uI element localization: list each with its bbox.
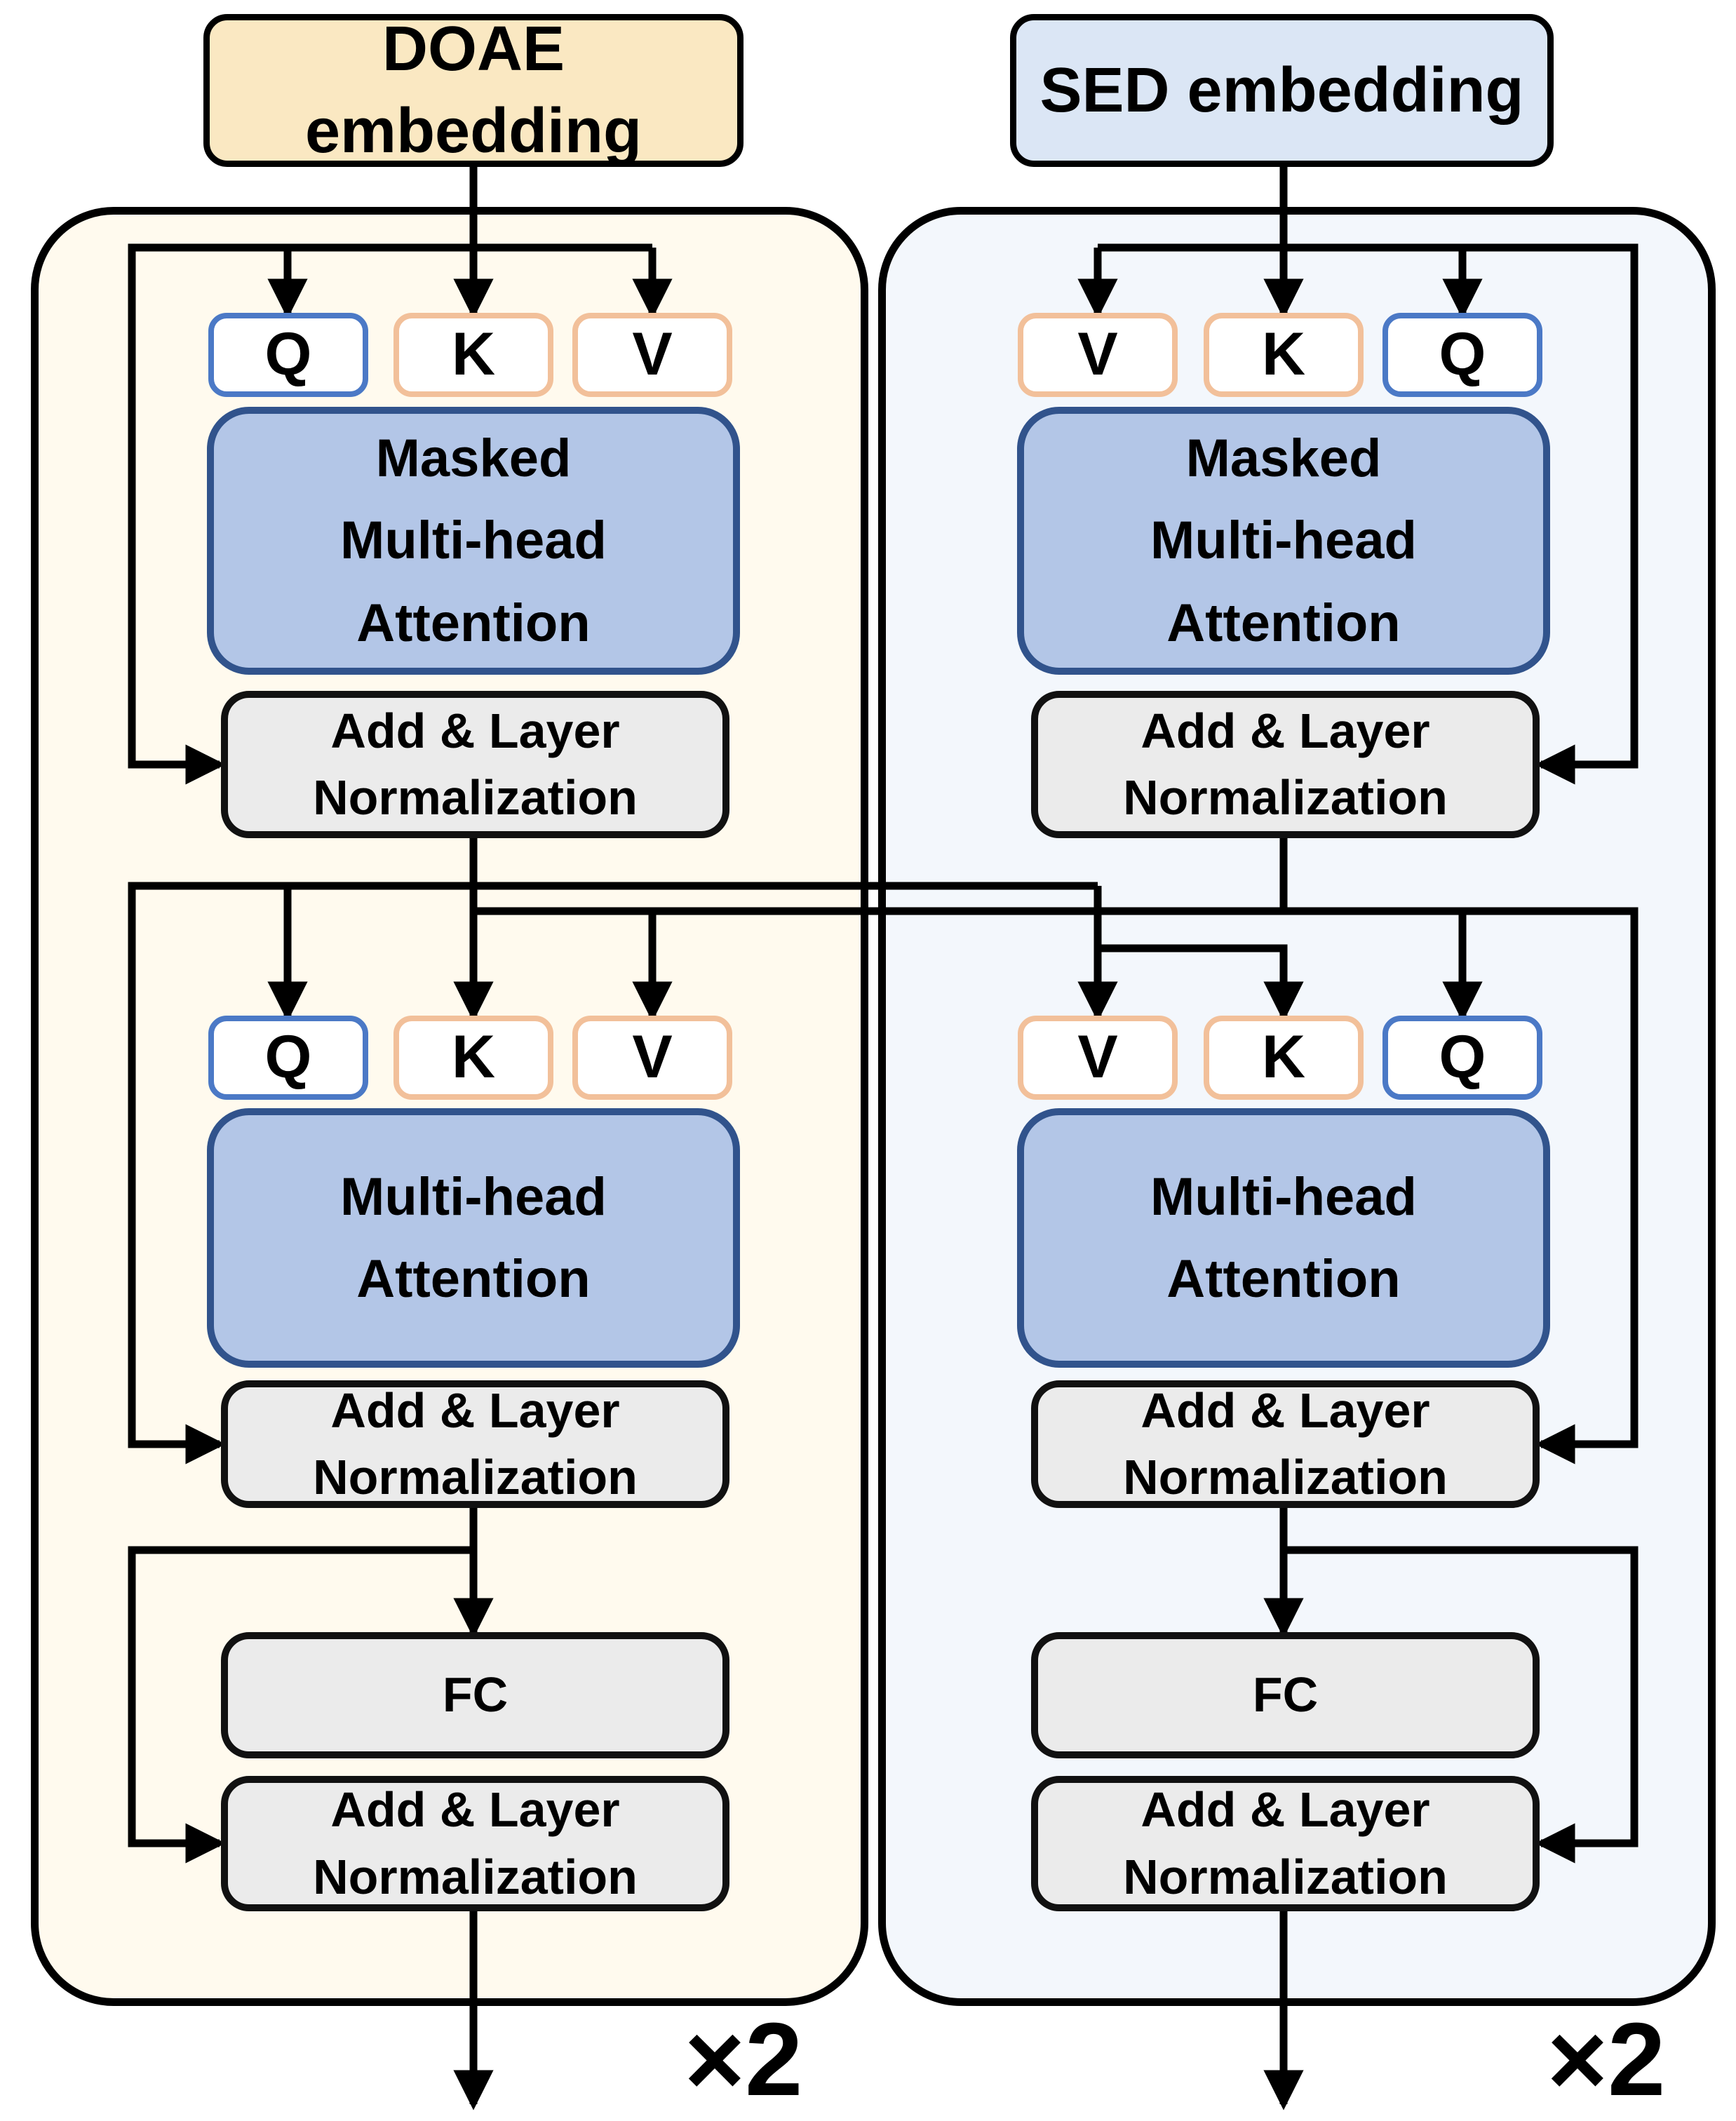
left-masked-attention-line3: Attention (356, 593, 591, 653)
right-q2-label: Q (1439, 1023, 1486, 1091)
cross-connectors (473, 886, 1639, 1464)
left-q2-box: Q (208, 1016, 368, 1100)
left-q1-box: Q (208, 313, 368, 397)
left-cross-attention-line1: Multi-head (340, 1166, 607, 1227)
left-q2-label: Q (264, 1023, 312, 1091)
left-addnorm1-line1: Add & Layer (330, 703, 620, 758)
right-addnorm1-box: Add & Layer Normalization (1031, 691, 1540, 838)
left-k1-box: K (393, 313, 553, 397)
right-cross-attention-line2: Attention (1166, 1249, 1401, 1309)
right-addnorm1-line1: Add & Layer (1140, 703, 1430, 758)
right-repeat-label: ×2 (1515, 2002, 1697, 2117)
left-masked-attention-box: Masked Multi-head Attention (207, 407, 740, 675)
left-repeat-label: ×2 (652, 2002, 835, 2117)
right-masked-attention-box: Masked Multi-head Attention (1017, 407, 1550, 675)
right-masked-attention-line2: Multi-head (1150, 511, 1417, 571)
right-cross-attention-box: Multi-head Attention (1017, 1108, 1550, 1368)
right-cross-line-and-residual-2 (473, 907, 1639, 1464)
left-addnorm2-line2: Normalization (313, 1450, 638, 1504)
left-fc-label: FC (442, 1667, 509, 1723)
sed-embedding-box: SED embedding (1010, 14, 1554, 167)
right-masked-attention-line1: Masked (1185, 429, 1382, 489)
left-addnorm1-line2: Normalization (313, 770, 638, 825)
left-cross-attention-line2: Attention (356, 1249, 591, 1309)
right-v1-label: V (1077, 321, 1118, 389)
left-middle-connectors (128, 838, 1098, 1464)
right-cross-attention-line1: Multi-head (1150, 1166, 1417, 1227)
right-masked-attention-line3: Attention (1166, 593, 1401, 653)
right-addnorm3-box: Add & Layer Normalization (1031, 1776, 1540, 1911)
right-fc-label: FC (1252, 1667, 1319, 1723)
right-addnorm2-line2: Normalization (1123, 1450, 1448, 1504)
left-v1-box: V (572, 313, 732, 397)
left-addnorm2-line1: Add & Layer (330, 1382, 620, 1438)
right-k2-box: K (1204, 1016, 1364, 1100)
left-addnorm3-box: Add & Layer Normalization (221, 1776, 729, 1911)
left-repeat-text: ×2 (684, 2002, 803, 2117)
left-split-and-residual-1 (128, 243, 652, 785)
sed-embedding-label: SED embedding (1039, 55, 1524, 126)
cross-jog-to-right-k2 (1098, 944, 1304, 1022)
left-v2-label: V (632, 1023, 673, 1091)
left-masked-attention-line2: Multi-head (340, 511, 607, 571)
right-k2-label: K (1261, 1023, 1306, 1091)
left-fc-box: FC (221, 1632, 729, 1758)
right-v1-box: V (1018, 313, 1178, 397)
doae-embedding-label: DOAE embedding (304, 14, 642, 166)
left-v1-label: V (632, 321, 673, 389)
left-k1-label: K (451, 321, 496, 389)
left-v2-box: V (572, 1016, 732, 1100)
right-q1-box: Q (1382, 313, 1542, 397)
right-addnorm2-line1: Add & Layer (1140, 1382, 1430, 1438)
left-q1-label: Q (264, 321, 312, 389)
right-split-and-residual-1 (1098, 243, 1639, 785)
left-masked-attention-line1: Masked (375, 429, 572, 489)
left-fc-residual (128, 1546, 473, 1864)
right-addnorm3-line2: Normalization (1123, 1849, 1448, 1904)
right-v2-box: V (1018, 1016, 1178, 1100)
left-top-connectors (128, 167, 673, 785)
right-k1-box: K (1204, 313, 1364, 397)
right-fc-residual (1284, 1546, 1639, 1864)
right-top-connectors (1077, 167, 1639, 785)
right-bottom-connectors (1263, 1508, 1639, 2110)
right-k1-label: K (1261, 321, 1306, 389)
left-addnorm1-box: Add & Layer Normalization (221, 691, 729, 838)
left-k2-label: K (451, 1023, 496, 1091)
right-q2-box: Q (1382, 1016, 1542, 1100)
right-middle-connectors (1279, 838, 1483, 1022)
right-q1-label: Q (1439, 321, 1486, 389)
left-addnorm3-line1: Add & Layer (330, 1782, 620, 1838)
left-bottom-connectors (128, 1508, 494, 2110)
right-addnorm3-line1: Add & Layer (1140, 1782, 1430, 1838)
left-cross-line-and-residual-2 (128, 882, 1098, 1464)
doae-embedding-box: DOAE embedding (203, 14, 743, 167)
right-addnorm1-line2: Normalization (1123, 770, 1448, 825)
left-addnorm2-box: Add & Layer Normalization (221, 1380, 729, 1508)
left-addnorm3-line2: Normalization (313, 1849, 638, 1904)
left-k2-box: K (393, 1016, 553, 1100)
right-v2-label: V (1077, 1023, 1118, 1091)
right-addnorm2-box: Add & Layer Normalization (1031, 1380, 1540, 1508)
right-repeat-text: ×2 (1547, 2002, 1666, 2117)
right-fc-box: FC (1031, 1632, 1540, 1758)
left-cross-attention-box: Multi-head Attention (207, 1108, 740, 1368)
